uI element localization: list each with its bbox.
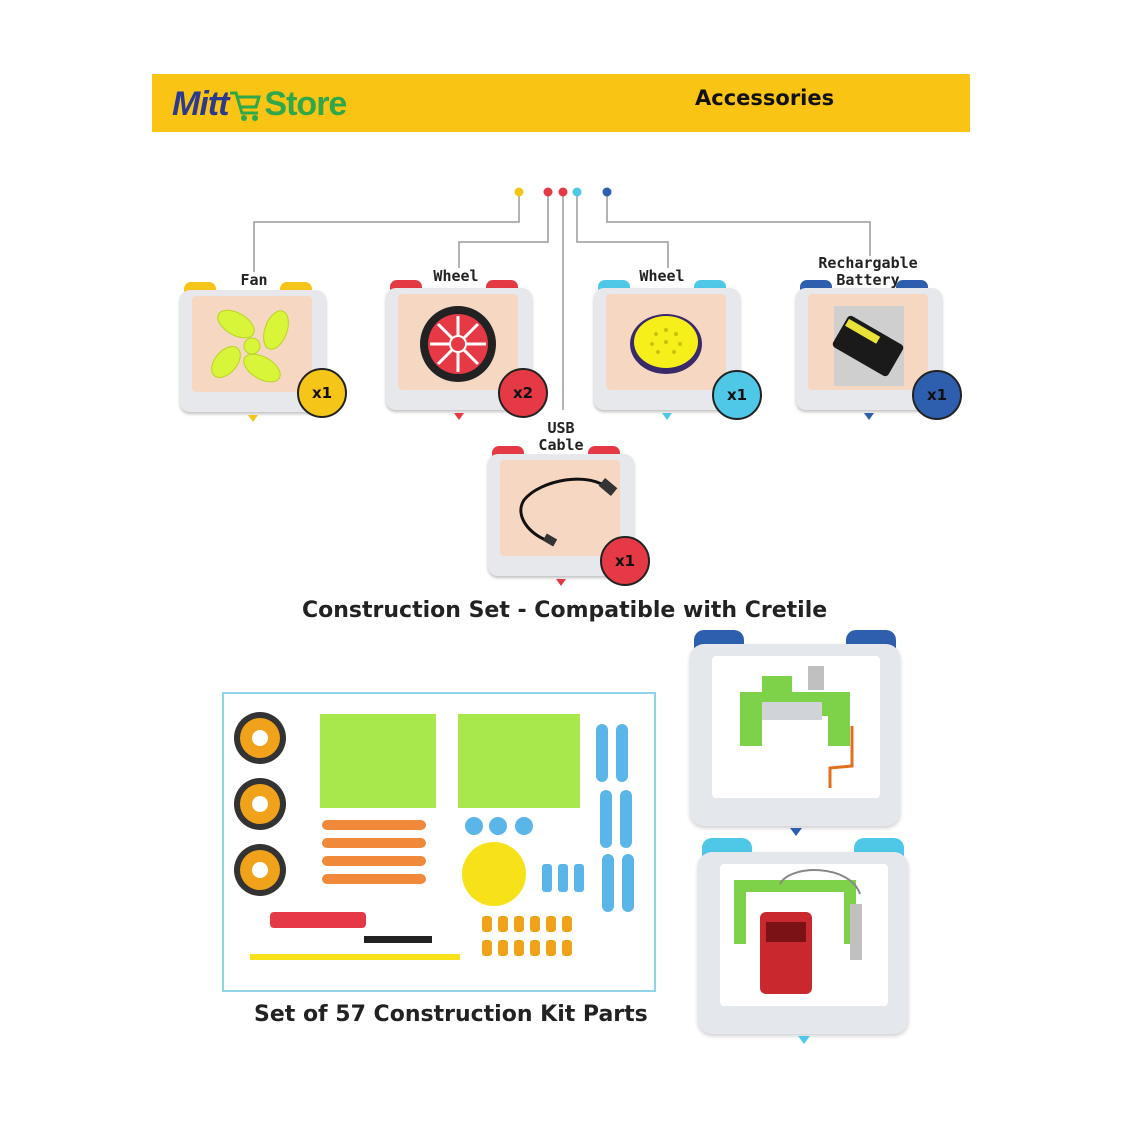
accessory-card-usb-cable[interactable] bbox=[488, 446, 634, 586]
logo-text-store: Store bbox=[264, 84, 347, 123]
accessory-label-usb-cable: USB Cable bbox=[538, 419, 584, 454]
quantity-badge-wheel-yellow: x1 bbox=[712, 370, 762, 420]
quantity-badge-fan: x1 bbox=[297, 368, 347, 418]
dot-battery bbox=[602, 187, 612, 197]
cart-icon bbox=[228, 87, 262, 121]
robot-photo-card-2 bbox=[698, 838, 908, 1044]
kit-parts-caption: Set of 57 Construction Kit Parts bbox=[254, 1002, 648, 1027]
battery-icon bbox=[832, 306, 904, 386]
header-bar: Mitt Store Accessories bbox=[152, 74, 970, 132]
construction-set-title: Construction Set - Compatible with Creti… bbox=[302, 598, 828, 623]
kit-parts-image bbox=[222, 692, 656, 992]
yellow-wheel-icon bbox=[630, 314, 702, 374]
dot-wheel-red bbox=[543, 187, 553, 197]
kit-parts-illustration bbox=[234, 712, 634, 960]
accessory-card-battery[interactable] bbox=[796, 280, 942, 420]
accessory-label-wheel-red: Wheel bbox=[433, 267, 479, 285]
wheels-icon bbox=[234, 712, 286, 896]
accessory-card-fan[interactable] bbox=[180, 282, 326, 422]
dot-wheel-yellow bbox=[572, 187, 582, 197]
robot-car-icon bbox=[740, 666, 854, 788]
robot-photo-card-1 bbox=[690, 630, 900, 836]
accessory-label-wheel-yellow: Wheel bbox=[639, 267, 685, 285]
mittstore-logo[interactable]: Mitt Store bbox=[172, 84, 347, 124]
quantity-badge-battery: x1 bbox=[912, 370, 962, 420]
accessory-label-battery: Rechargable Battery bbox=[818, 254, 918, 289]
red-wheel-icon bbox=[420, 306, 496, 382]
quantity-badge-wheel-red: x2 bbox=[498, 368, 548, 418]
accessory-label-fan: Fan bbox=[240, 271, 268, 289]
robot-truck-icon bbox=[734, 869, 862, 994]
logo-text-mitt: Mitt bbox=[172, 84, 229, 123]
usb-cable-icon bbox=[519, 477, 618, 547]
quantity-badge-usb-cable: x1 bbox=[600, 536, 650, 586]
fan-icon bbox=[211, 309, 289, 383]
dot-usb bbox=[558, 187, 568, 197]
dot-fan bbox=[514, 187, 524, 197]
page-title: Accessories bbox=[695, 86, 835, 110]
